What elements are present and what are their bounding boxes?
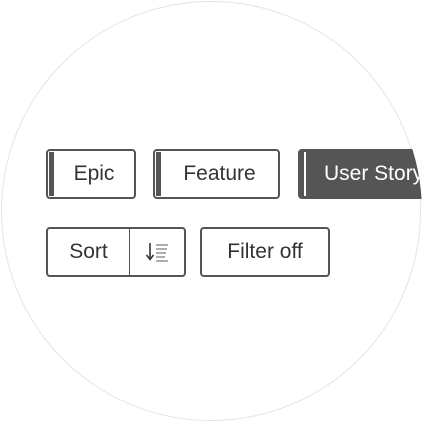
chip-accent-bar xyxy=(302,152,306,196)
sort-descending-icon[interactable] xyxy=(130,229,184,275)
chip-epic[interactable]: Epic xyxy=(46,149,136,199)
sort-label: Sort xyxy=(69,240,108,263)
chip-accent-bar xyxy=(49,152,54,196)
chip-label: Epic xyxy=(73,162,115,185)
chip-user-story[interactable]: User Story xyxy=(298,149,422,199)
chip-feature[interactable]: Feature xyxy=(153,149,280,199)
divider xyxy=(129,229,130,275)
chip-label: Feature xyxy=(183,162,256,185)
sort-descending-icon-glyph xyxy=(145,243,168,262)
chip-accent-bar xyxy=(156,152,161,196)
sort-button[interactable]: Sort xyxy=(46,227,186,277)
filter-button[interactable]: Filter off xyxy=(200,227,330,277)
chip-label: User Story xyxy=(324,162,422,185)
filter-label: Filter off xyxy=(227,240,303,263)
